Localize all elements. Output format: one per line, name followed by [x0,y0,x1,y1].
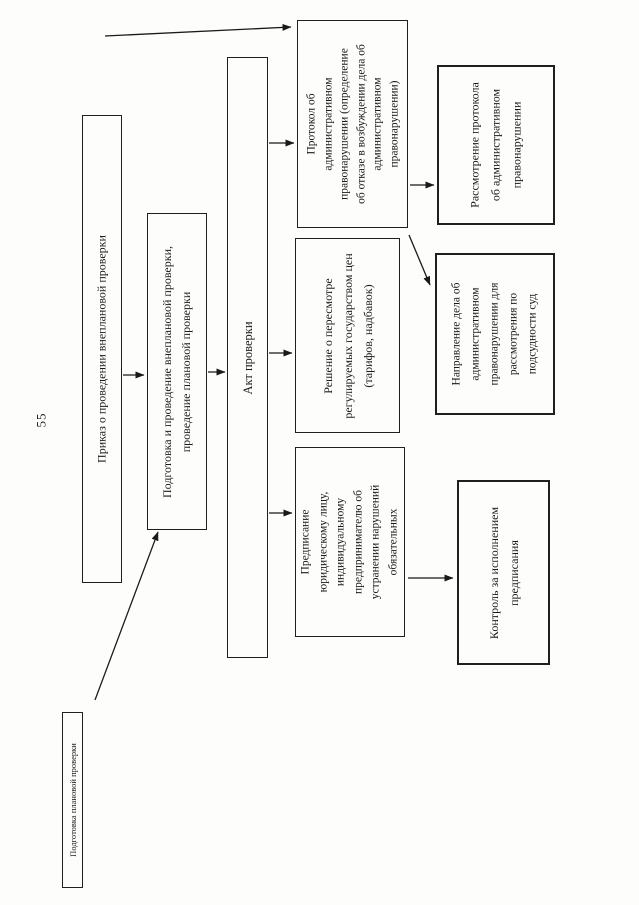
arrow-protocol-to-referral [408,234,431,286]
flow-node-order-unplanned-inspection: Приказ о проведении внеплановой проверки [82,115,122,583]
flow-node-label: Контроль за исполнением предписания [486,506,521,639]
flow-node-planned-inspection-prep: Подготовка плановой проверки [62,712,83,888]
flow-node-prepare-conduct-inspection: Подготовка и проведение внеплановой пров… [147,213,207,530]
flow-node-prescription-control: Контроль за исполнением предписания [457,480,550,665]
flow-node-label: Направление дела об административном пра… [450,282,539,386]
flow-node-label: Решение о пересмотре регулируемых госуда… [320,252,375,419]
flow-node-protocol-review: Рассмотрение протокола об административн… [437,65,555,225]
page-number: 55 [33,412,49,428]
flow-node-inspection-act: Акт проверки [227,57,268,658]
flow-node-label: Предписание юридическому лицу, индивидуа… [299,484,400,600]
flow-node-label: Акт проверки [240,320,255,395]
flow-node-case-referral-court: Направление дела об административном пра… [435,253,555,415]
flow-node-prescription: Предписание юридическому лицу, индивидуа… [295,447,405,637]
flow-node-label: Протокол об административном правонаруше… [305,44,400,204]
flow-node-label: Приказ о проведении внеплановой проверки [94,235,109,463]
flow-node-label: Подготовка плановой проверки [67,743,78,857]
flow-node-admin-offence-protocol: Протокол об административном правонаруше… [297,20,408,228]
flow-node-label: Рассмотрение протокола об административн… [467,82,524,208]
arrow-top-long-to-protocol [104,23,292,37]
flow-node-price-revision-decision: Решение о пересмотре регулируемых госуда… [295,238,400,433]
flow-node-label: Подготовка и проведение внеплановой пров… [160,245,193,498]
